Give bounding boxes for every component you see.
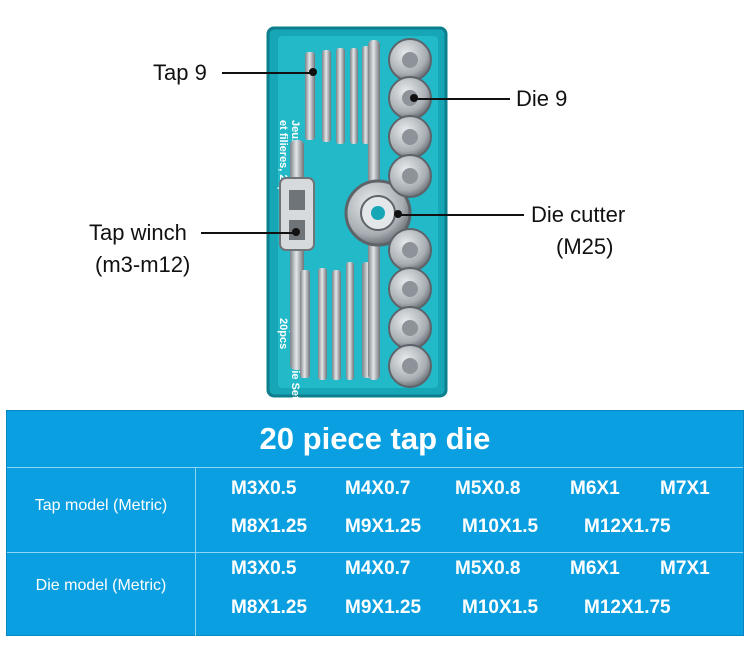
callout-tap-winch-line <box>201 232 297 234</box>
die-model-cell: M7X1 <box>660 558 710 579</box>
callout-tap9: Tap 9 <box>153 60 207 85</box>
tap-model-cell: M3X0.5 <box>231 478 297 499</box>
case-bottom-text-1: 20pcs <box>277 318 289 349</box>
upper-taps <box>305 46 370 144</box>
tap-model-cell: M8X1.25 <box>231 516 308 537</box>
tap-model-label: Tap model (Metric) <box>34 497 168 514</box>
tap-model-cell: M10X1.5 <box>462 516 539 537</box>
callout-die-cutter-line1: Die cutter <box>531 202 626 227</box>
tap-model-cell: M9X1.25 <box>345 516 422 537</box>
die-model-cell: M6X1 <box>570 558 620 579</box>
divider-title <box>7 467 743 468</box>
spec-title: 20 piece tap die <box>259 421 491 456</box>
callout-tap9-dot <box>309 68 317 76</box>
callout-tap9-line <box>222 72 314 74</box>
die-model-label: Die model (Metric) <box>35 577 167 594</box>
die-stock <box>344 40 412 380</box>
die-model-cell: M3X0.5 <box>231 558 297 579</box>
tap-model-cell: M7X1 <box>660 478 710 499</box>
die-model-cell: M5X0.8 <box>455 558 521 579</box>
tap-model-cell: M4X0.7 <box>345 478 411 499</box>
tap-model-cell: M6X1 <box>570 478 620 499</box>
divider-label-column <box>195 467 196 636</box>
callout-die9: Die 9 <box>516 86 568 111</box>
die-model-cell: M10X1.5 <box>462 597 539 618</box>
spec-table: 20 piece tap die Tap model (Metric) M3X0… <box>6 410 744 636</box>
product-photo: Jeux de tarauds et filieres, 20pcs 20pcs… <box>89 26 626 398</box>
tap-model-cell: M5X0.8 <box>455 478 521 499</box>
callout-die-cutter-line2: (M25) <box>556 234 614 259</box>
die-model-cell: M4X0.7 <box>345 558 411 579</box>
callout-tap-winch-dot <box>292 228 300 236</box>
die-model-cell: M8X1.25 <box>231 597 308 618</box>
callout-die-cutter-dot <box>394 210 402 218</box>
die-model-cell: M12X1.75 <box>584 597 671 618</box>
callout-die9-line <box>414 98 510 100</box>
callout-tap-winch-line2: (m3-m12) <box>95 252 191 277</box>
callout-die9-dot <box>410 94 418 102</box>
tap-die-case-illustration: Jeux de tarauds et filieres, 20pcs 20pcs… <box>266 26 448 398</box>
die-model-cell: M9X1.25 <box>345 597 422 618</box>
callout-tap-winch-line1: Tap winch <box>89 220 187 245</box>
callout-die-cutter-line <box>398 214 524 216</box>
tap-model-cell: M12X1.75 <box>584 516 671 537</box>
divider-rows <box>7 552 743 553</box>
